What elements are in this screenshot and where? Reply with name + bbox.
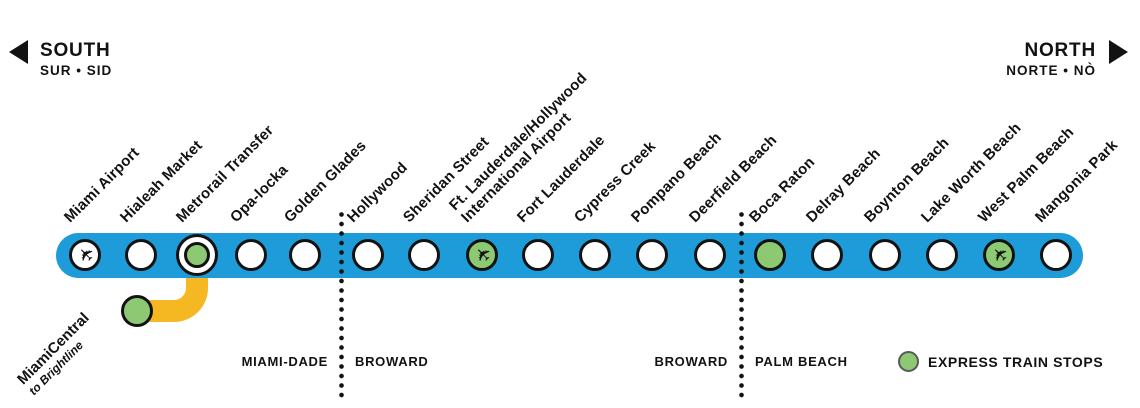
north-title: NORTH — [1024, 40, 1096, 61]
north-direction-block: NORTH NORTE • NÒ — [1006, 41, 1096, 79]
county-label-broward: BROWARD — [654, 354, 728, 369]
legend-label: EXPRESS TRAIN STOPS — [928, 353, 1104, 370]
station-dot-hialeah-market — [125, 239, 157, 271]
station-dot-deerfield-beach — [694, 239, 726, 271]
station-dot-boynton-beach — [869, 239, 901, 271]
station-dot-opa-locka — [235, 239, 267, 271]
south-subtitle: SUR • SID — [40, 63, 113, 78]
station-label-metrorail-transfer: Metrorail Transfer — [172, 121, 278, 226]
south-title: SOUTH — [40, 40, 111, 61]
station-dot-cypress-creek — [579, 239, 611, 271]
county-label-miami-dade: MIAMI-DADE — [241, 354, 328, 369]
south-arrow-icon — [9, 40, 28, 64]
branch-station-label: MiamiCentral to Brightline — [14, 309, 103, 398]
express-ring-inner — [184, 242, 210, 268]
station-label-lake-worth-beach: Lake Worth Beach — [917, 119, 1025, 226]
station-dot-hollywood — [352, 239, 384, 271]
station-dot-pompano-beach — [636, 239, 668, 271]
main-rail-line — [56, 233, 1083, 278]
county-boundary-line-0 — [338, 210, 344, 400]
station-dot-west-palm-beach: ✈ — [983, 239, 1015, 271]
county-boundary-line-1 — [738, 210, 744, 400]
station-dot-fort-lauderdale — [522, 239, 554, 271]
airplane-icon: ✈ — [985, 241, 1013, 269]
airplane-icon: ✈ — [468, 241, 496, 269]
legend: EXPRESS TRAIN STOPS — [898, 351, 1103, 372]
station-dot-mangonia-park — [1040, 239, 1072, 271]
airplane-icon: ✈ — [71, 241, 99, 269]
north-subtitle: NORTE • NÒ — [1006, 63, 1096, 78]
station-dot-ft-lauderdale-hollywood: ✈ — [466, 239, 498, 271]
south-direction-block: SOUTH SUR • SID — [40, 41, 112, 79]
station-label-hollywood: Hollywood — [343, 159, 411, 226]
station-dot-delray-beach — [811, 239, 843, 271]
county-label-broward: BROWARD — [355, 354, 429, 369]
county-label-palm-beach: PALM BEACH — [755, 354, 848, 369]
station-dot-lake-worth-beach — [926, 239, 958, 271]
station-dot-miami-airport: ✈ — [69, 239, 101, 271]
station-label-west-palm-beach: West Palm Beach — [974, 123, 1078, 226]
station-dot-sheridan-street — [408, 239, 440, 271]
station-dot-metrorail-transfer — [176, 234, 218, 276]
station-dot-miamicentral — [121, 295, 153, 327]
north-arrow-icon — [1109, 40, 1128, 64]
express-stop-legend-icon — [898, 351, 919, 372]
station-dot-boca-raton — [754, 239, 786, 271]
station-dot-golden-glades — [289, 239, 321, 271]
